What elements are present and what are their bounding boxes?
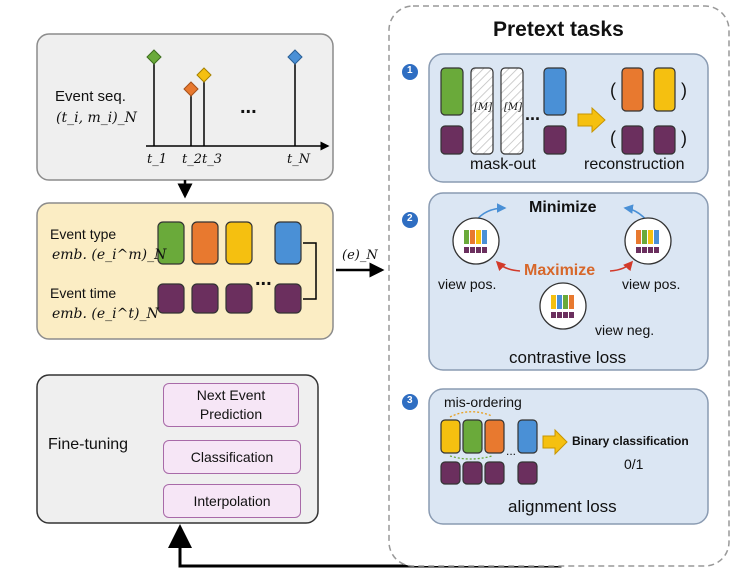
view-pos-left-label: view pos. — [438, 276, 497, 292]
finetune-title: Fine-tuning — [48, 436, 129, 453]
task1-number: 1 — [407, 65, 413, 76]
recon-paren-left-bottom: ( — [610, 128, 616, 148]
event-type-label: Event type — [50, 226, 117, 242]
task3-number-badge — [402, 394, 418, 410]
event-seq-label: Event seq. — [55, 88, 126, 105]
mask-token-label-1: [M] — [474, 102, 493, 113]
view-pos-right-circle — [624, 217, 672, 265]
type-emb-orange — [191, 221, 219, 265]
pretext-title: Pretext tasks — [493, 18, 624, 41]
tick-t1: t_1 — [147, 152, 167, 167]
task3-number: 3 — [407, 395, 413, 406]
maximize-arrow-right — [609, 260, 634, 272]
task-next-event-prediction: Next Event Prediction — [163, 383, 299, 427]
align-blue — [517, 419, 538, 454]
mask-time-1 — [440, 125, 464, 155]
recon-yellow — [653, 67, 676, 112]
maximize-arrow-left — [495, 260, 521, 272]
recon-paren-left-top: ( — [610, 80, 616, 100]
recon-paren-right-bottom: ) — [681, 128, 687, 148]
view-neg-circle — [539, 282, 587, 330]
event-seq-formula: (t_i, m_i)_N — [56, 110, 137, 126]
binary-arrow — [542, 428, 568, 456]
tick-t3: t_3 — [202, 152, 222, 167]
event-time-emb: emb. (e_i^t)_N — [52, 306, 159, 322]
time-emb-2 — [191, 283, 219, 314]
mask-out-caption: mask-out — [470, 156, 536, 173]
task1-number-badge — [402, 64, 418, 80]
mask-ellipsis: ... — [525, 104, 541, 124]
align-time-3 — [484, 461, 505, 485]
event-marker-green — [146, 49, 162, 65]
task-classification: Classification — [163, 440, 301, 474]
maximize-label: Maximize — [524, 262, 596, 279]
mask-green — [440, 67, 464, 116]
align-green — [462, 419, 483, 454]
embedding-panel — [36, 202, 334, 340]
mask-blue — [543, 67, 567, 116]
event-time-label: Event time — [50, 285, 117, 301]
event-marker-blue — [287, 49, 303, 65]
misorder-arrow-bottom — [449, 455, 493, 460]
task2-number-badge — [402, 212, 418, 228]
tick-t2: t_2 — [182, 152, 202, 167]
time-emb-3 — [225, 283, 253, 314]
align-time-n — [517, 461, 538, 485]
misordering-label: mis-ordering — [444, 394, 522, 410]
view-pos-left-circle — [452, 217, 500, 265]
event-type-emb: emb. (e_i^m)_N — [52, 247, 167, 263]
embedding-bracket — [303, 242, 317, 300]
align-yellow — [440, 419, 461, 454]
task2-number: 2 — [407, 213, 413, 224]
minimize-label: Minimize — [529, 199, 597, 216]
misorder-arrow-top — [449, 411, 493, 418]
tick-tn: t_N — [287, 152, 311, 167]
seq-ellipsis: ... — [240, 96, 257, 118]
view-pos-right-label: view pos. — [622, 276, 681, 292]
type-emb-yellow — [225, 221, 253, 265]
contrastive-caption: contrastive loss — [509, 348, 627, 367]
task-interpolation: Interpolation — [163, 484, 301, 518]
view-neg-label: view neg. — [595, 322, 655, 338]
mask-token-2 — [500, 67, 524, 155]
event-marker-yellow — [196, 67, 212, 83]
recon-time-2 — [653, 125, 676, 155]
type-emb-blue — [274, 221, 302, 265]
align-ellipsis: ... — [506, 444, 517, 458]
binary-classification-label: Binary classification — [572, 434, 689, 448]
alignment-caption: alignment loss — [508, 497, 617, 516]
recon-paren-right-top: ) — [681, 80, 687, 100]
time-emb-n — [274, 283, 302, 314]
align-time-1 — [440, 461, 461, 485]
align-time-2 — [462, 461, 483, 485]
type-emb-green — [157, 221, 185, 265]
emb-ellipsis: ... — [255, 268, 272, 290]
recon-time-1 — [621, 125, 644, 155]
binary-values-label: 0/1 — [624, 456, 644, 472]
event-marker-orange — [183, 81, 199, 97]
mask-time-n — [543, 125, 567, 155]
mask-token-label-2: [M] — [504, 102, 523, 113]
mask-token-1 — [470, 67, 494, 155]
reconstruction-caption: reconstruction — [584, 156, 685, 173]
align-orange — [484, 419, 505, 454]
sequence-output-label: (e)_N — [342, 248, 378, 263]
recon-orange — [621, 67, 644, 112]
reconstruct-arrow — [577, 106, 606, 134]
time-emb-1 — [157, 283, 185, 314]
